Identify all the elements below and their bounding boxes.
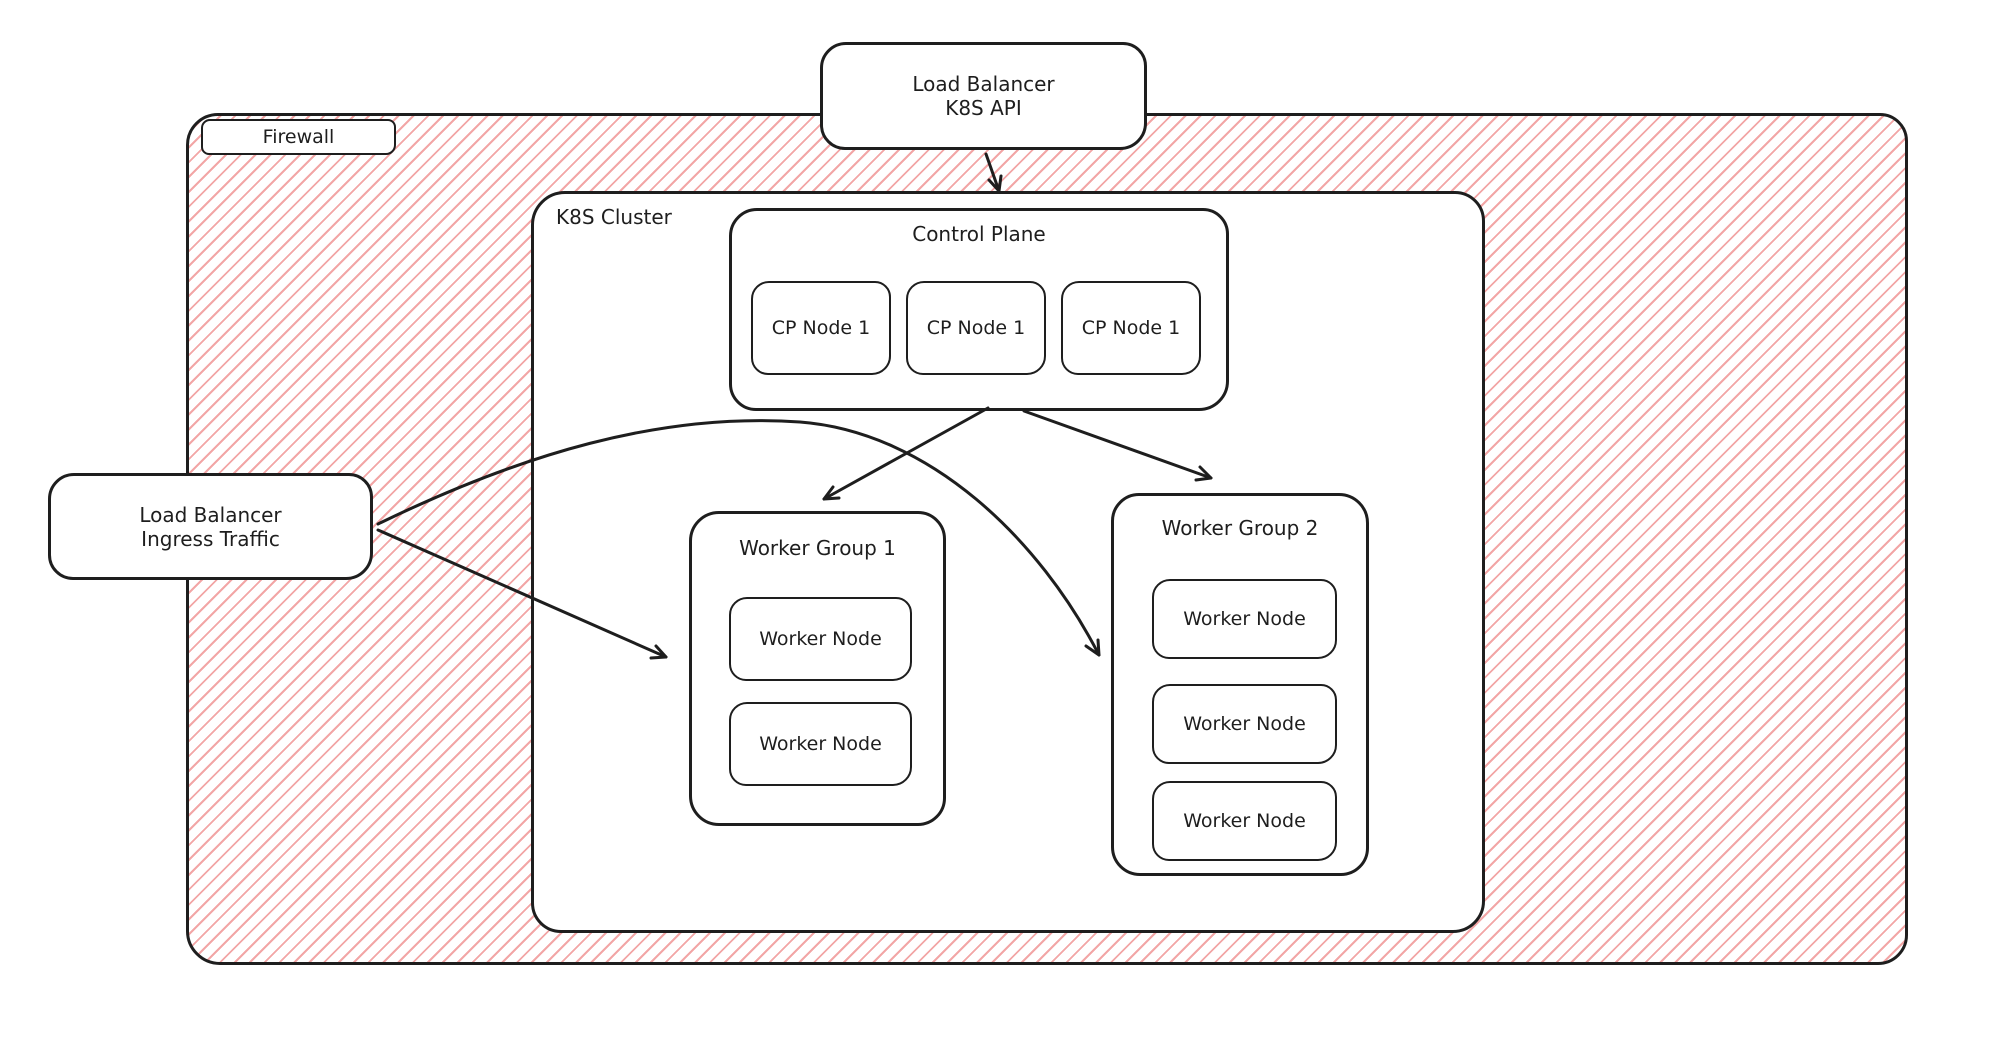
worker-node-label: Worker Node [1183, 608, 1306, 630]
worker-node-box[interactable]: Worker Node [1152, 684, 1337, 764]
worker-group-2-title: Worker Group 2 [1161, 516, 1319, 540]
k8s-cluster-box[interactable]: K8S Cluster Control Plane CP Node 1 CP N… [531, 191, 1485, 933]
worker-group-1-box[interactable]: Worker Group 1 Worker Node Worker Node [689, 511, 946, 826]
control-plane-box[interactable]: Control Plane CP Node 1 CP Node 1 CP Nod… [729, 208, 1229, 411]
cp-node-2-box[interactable]: CP Node 1 [906, 281, 1046, 375]
cp-node-1-box[interactable]: CP Node 1 [751, 281, 891, 375]
worker-node-box[interactable]: Worker Node [729, 597, 912, 681]
lb-ingress-line2: Ingress Traffic [141, 526, 280, 551]
lb-ingress-line1: Load Balancer [139, 502, 282, 527]
cp-node-3-label: CP Node 1 [1081, 317, 1181, 339]
cp-node-3-box[interactable]: CP Node 1 [1061, 281, 1201, 375]
worker-node-label: Worker Node [1183, 713, 1306, 735]
worker-node-box[interactable]: Worker Node [1152, 579, 1337, 659]
load-balancer-ingress-box[interactable]: Load Balancer Ingress Traffic [48, 473, 373, 580]
firewall-label[interactable]: Firewall [201, 119, 396, 155]
control-plane-node-row: CP Node 1 CP Node 1 CP Node 1 [751, 281, 1201, 375]
lb-api-line1: Load Balancer [912, 72, 1055, 96]
control-plane-title: Control Plane [912, 222, 1046, 246]
worker-group-1-title: Worker Group 1 [739, 536, 896, 560]
k8s-cluster-label: K8S Cluster [556, 205, 672, 229]
load-balancer-k8s-api-box[interactable]: Load Balancer K8S API [820, 42, 1147, 150]
firewall-label-text: Firewall [262, 126, 335, 148]
lb-api-line2: K8S API [945, 96, 1022, 120]
cp-node-1-label: CP Node 1 [771, 317, 871, 339]
worker-group-2-box[interactable]: Worker Group 2 Worker Node Worker Node W… [1111, 493, 1369, 876]
firewall-zone[interactable]: Firewall K8S Cluster Control Plane CP No… [186, 113, 1908, 965]
worker-node-label: Worker Node [1183, 810, 1306, 832]
cp-node-2-label: CP Node 1 [926, 317, 1026, 339]
worker-node-label: Worker Node [759, 733, 882, 755]
worker-node-box[interactable]: Worker Node [1152, 781, 1337, 861]
worker-node-box[interactable]: Worker Node [729, 702, 912, 786]
worker-node-label: Worker Node [759, 628, 882, 650]
